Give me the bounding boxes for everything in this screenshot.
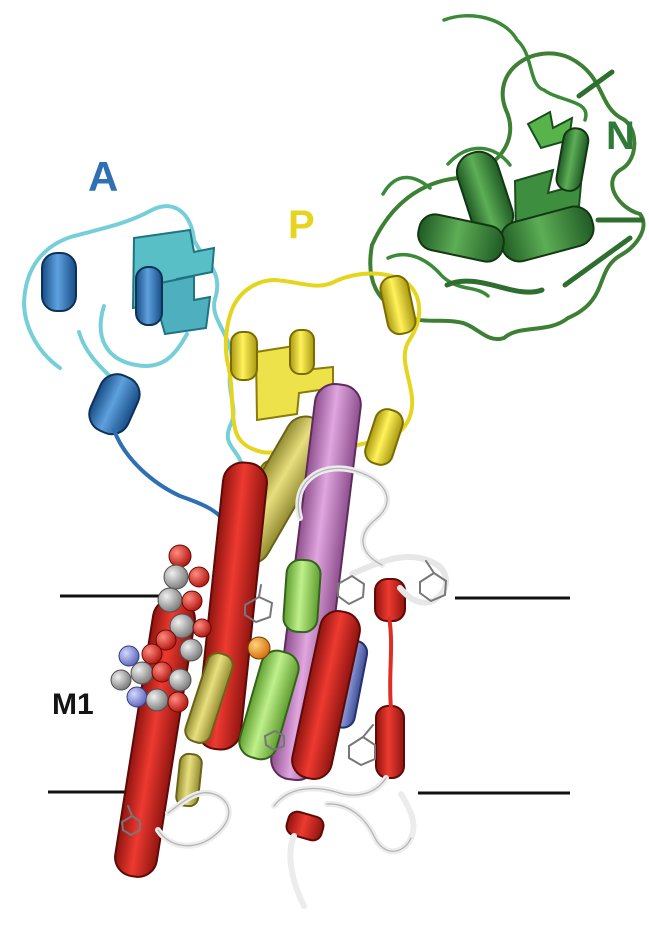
p-domain-helix-3 bbox=[362, 406, 406, 468]
n-domain bbox=[370, 16, 643, 339]
p-domain-helix-2 bbox=[290, 330, 314, 374]
tm-helix-m1 bbox=[112, 596, 197, 879]
domain-label-p: P bbox=[288, 205, 315, 245]
atom-grey bbox=[164, 565, 188, 589]
atom-blue bbox=[119, 646, 139, 666]
coil-lower-center bbox=[274, 778, 386, 906]
domain-label-a: A bbox=[88, 156, 118, 198]
atom-grey bbox=[158, 588, 182, 612]
p-domain-helix-4 bbox=[378, 274, 417, 337]
atom-grey bbox=[169, 669, 191, 691]
domain-label-n: N bbox=[606, 116, 635, 156]
atom-red bbox=[142, 644, 162, 664]
domain-label-m1: M1 bbox=[52, 690, 94, 720]
atom-grey bbox=[131, 662, 153, 684]
atom-grey bbox=[111, 670, 131, 690]
atom-grey bbox=[146, 689, 168, 711]
a-domain bbox=[24, 206, 243, 576]
side-chain bbox=[338, 576, 364, 604]
tm-helix-green-upper bbox=[283, 559, 322, 633]
atom-red bbox=[182, 591, 202, 611]
a-domain-helix-2 bbox=[136, 267, 162, 325]
atom-blue bbox=[127, 687, 147, 707]
atom-red bbox=[169, 545, 191, 567]
side-chain bbox=[349, 725, 375, 765]
tm-helix-small-red-2 bbox=[376, 706, 404, 778]
atom-red bbox=[168, 692, 188, 712]
atom-orange bbox=[248, 637, 270, 659]
atom-red bbox=[189, 567, 209, 587]
atom-grey bbox=[180, 639, 202, 661]
p-domain-helix-1 bbox=[231, 332, 257, 380]
coil-lower-right bbox=[327, 794, 414, 851]
transmembrane-helices bbox=[112, 382, 405, 880]
atom-red bbox=[193, 619, 211, 637]
a-domain-helix-1 bbox=[42, 253, 76, 311]
tm-red-linker bbox=[389, 617, 391, 708]
